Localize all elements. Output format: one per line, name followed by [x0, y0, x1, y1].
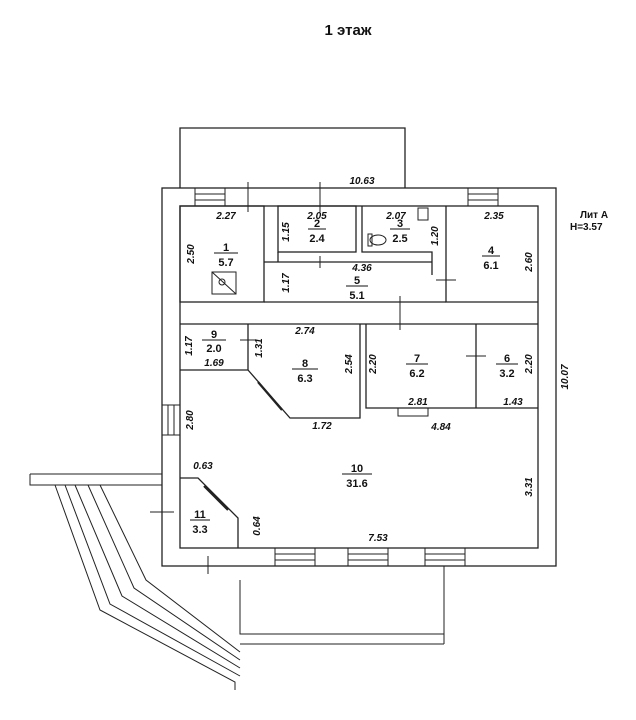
dim-room-1-height: 2.50 [186, 244, 197, 265]
dim-room-5-width: 4.36 [351, 263, 372, 274]
room-1-number: 1 [223, 242, 229, 254]
dim-room-10-right: 3.31 [524, 477, 535, 497]
room-8-area: 6.3 [297, 373, 312, 385]
dim-room-8-height: 2.54 [344, 354, 355, 375]
room-1-area: 5.7 [218, 257, 233, 269]
fixtures [211, 207, 429, 295]
room-8-number: 8 [302, 358, 308, 370]
room-2-outline [277, 205, 357, 253]
walls [29, 127, 557, 690]
dim-room-10-top: 4.84 [430, 422, 451, 433]
room-4-number: 4 [488, 245, 495, 257]
annex-outline [179, 127, 406, 188]
dim-room-10-bottom: 7.53 [368, 533, 388, 544]
room-6-number: 6 [504, 353, 510, 365]
room-9-number: 9 [211, 329, 217, 341]
room-2-number: 2 [314, 218, 320, 230]
room-5-number: 5 [354, 275, 360, 287]
room-11-door [203, 485, 229, 511]
door-marks [150, 182, 486, 574]
room-4-area: 6.1 [483, 260, 498, 272]
dim-room-7-width: 2.81 [407, 397, 428, 408]
room-10-area: 31.6 [346, 478, 367, 490]
windows [161, 187, 499, 567]
dim-top: 10.63 [349, 176, 374, 187]
dim-room-9-height-right: 1.31 [254, 338, 265, 358]
dim-room-4-height: 2.60 [524, 252, 535, 273]
room-10-number: 10 [351, 463, 363, 475]
room-11-area: 3.3 [192, 524, 207, 536]
room-7-area: 6.2 [409, 368, 424, 380]
area-underlines [190, 228, 518, 521]
lit-label: Лит А [580, 210, 608, 221]
room-6-area: 3.2 [499, 368, 514, 380]
floor-title: 1 этаж [325, 22, 372, 39]
room-3-number: 3 [397, 218, 403, 230]
dim-room-2-height: 1.15 [281, 222, 292, 242]
outer-wall [161, 187, 557, 567]
dim-room-8-diagonal: 1.72 [312, 421, 332, 432]
room-7-outline [365, 324, 538, 409]
sink-icon [417, 207, 429, 221]
height-label: H=3.57 [570, 222, 603, 233]
inner-wall [179, 205, 539, 549]
stove-icon [211, 271, 237, 295]
dim-room-7-height: 2.20 [368, 354, 379, 375]
dim-room-10-diagonal: 0.63 [193, 461, 213, 472]
dim-room-3-height: 1.20 [430, 226, 441, 246]
dim-room-2-width: 2.05 [306, 211, 327, 222]
dim-room-9-width: 1.69 [204, 358, 224, 369]
dim-room-5-height: 1.17 [281, 273, 292, 293]
room-9-area: 2.0 [206, 343, 221, 355]
dim-right: 10.07 [560, 364, 571, 389]
dim-room-9-height: 1.17 [184, 336, 195, 356]
room-11-outline [180, 477, 239, 548]
room-2-area: 2.4 [309, 233, 325, 245]
dim-room-4-width: 2.35 [483, 211, 504, 222]
porch-stairs [29, 473, 445, 690]
room-3-outline [361, 206, 433, 275]
dim-room-6-width: 1.43 [503, 397, 523, 408]
dim-room-1-width: 2.27 [215, 211, 236, 222]
dim-room-3-width: 2.07 [385, 211, 406, 222]
dim-room-6-height: 2.20 [524, 354, 535, 375]
room-5-area: 5.1 [349, 290, 364, 302]
room-11-number: 11 [194, 509, 206, 521]
room-7-number: 7 [414, 353, 420, 365]
dim-room-11-side: 0.64 [252, 516, 263, 536]
dim-room-10-left: 2.80 [185, 410, 196, 431]
room-3-area: 2.5 [392, 233, 407, 245]
room-8-door [257, 381, 283, 411]
toilet-icon [369, 234, 387, 246]
dim-room-8-width: 2.74 [294, 326, 315, 337]
